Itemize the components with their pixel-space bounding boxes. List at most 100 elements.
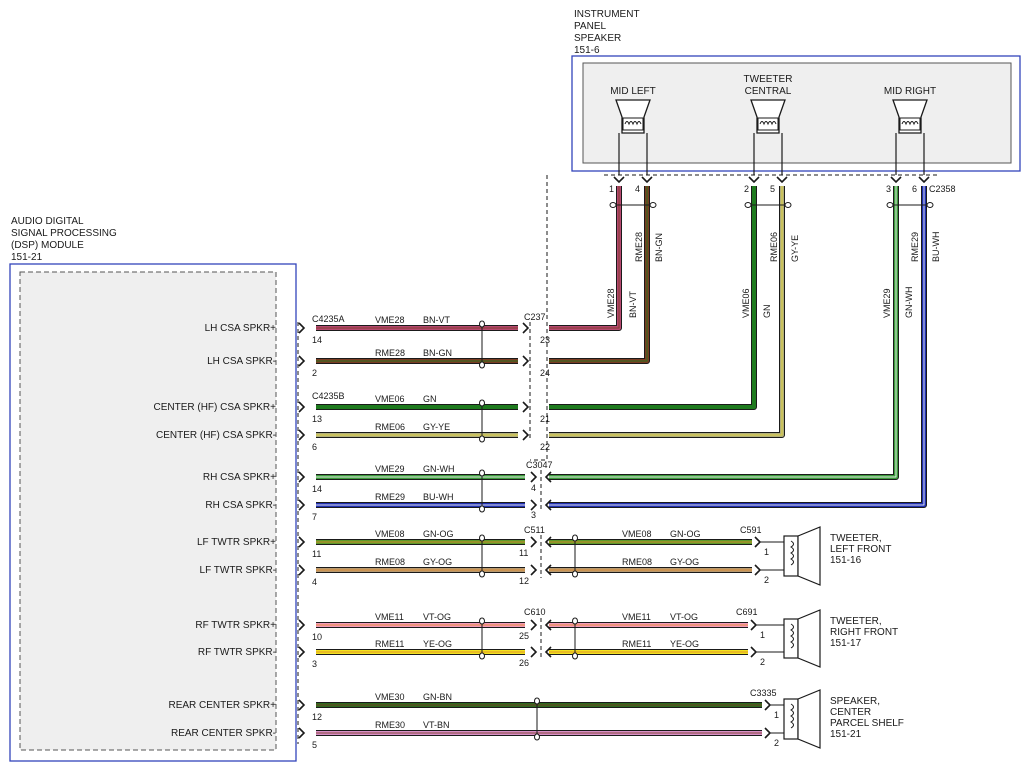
tweeter-pin: 1 xyxy=(774,710,779,720)
twist-center-bottom xyxy=(479,435,485,443)
label-center-minus-color: GY-YE xyxy=(423,422,450,432)
dsp-pin-label: RF TWTR SPKR- xyxy=(198,647,276,658)
c237-pin: 22 xyxy=(540,442,550,452)
label-rf-plus-a-circuit: VME11 xyxy=(375,612,404,622)
c511-label: C511 xyxy=(524,525,545,535)
wire-rme06-b-stripe xyxy=(549,186,783,436)
label-rear-plus-circuit: VME30 xyxy=(375,692,405,702)
dsp-title-line-3: (DSP) MODULE xyxy=(11,240,84,251)
twist-rh-bottom xyxy=(479,505,485,513)
tweeter-pin: 2 xyxy=(774,738,779,748)
tweeter-name-line: CENTER xyxy=(830,707,871,718)
c610-label: C610 xyxy=(524,607,546,617)
c237-pin: 23 xyxy=(540,335,550,345)
ip-twist-end xyxy=(744,202,752,208)
ip-pin-arrow xyxy=(918,176,930,184)
connector-c2358-label: C2358 xyxy=(929,184,956,194)
label-rf-minus-a-color: YE-OG xyxy=(423,639,452,649)
ip-title-line-3: SPEAKER xyxy=(574,33,621,44)
twist-lf-a-top xyxy=(479,534,485,542)
tweeter-magnet-icon xyxy=(783,618,799,659)
c511-arrow xyxy=(530,564,538,576)
vlabel-rme29: RME29 xyxy=(910,232,920,262)
twist-lh-top xyxy=(479,320,485,328)
wire-rme29-b xyxy=(549,186,926,507)
label-lh-plus-color: BN-VT xyxy=(423,315,451,325)
dsp-pin-label: RF TWTR SPKR+ xyxy=(195,620,276,631)
tweeter-name-line: TWEETER, xyxy=(830,616,882,627)
tweeter-pin-arrow xyxy=(764,699,772,711)
label-lh-minus-circuit: RME28 xyxy=(375,348,405,358)
tweeter-cone-icon xyxy=(797,609,821,668)
label-lh-plus-circuit: VME28 xyxy=(375,315,405,325)
tweeter-coil-icon xyxy=(790,540,794,566)
dsp-pin-arrow xyxy=(298,471,306,483)
dsp-pin-label: RH CSA SPKR+ xyxy=(203,472,276,483)
c237-arrow xyxy=(522,401,530,413)
twist-rear-bottom xyxy=(534,733,540,741)
connector-c4235b-label: C4235B xyxy=(312,391,345,401)
tweeter-pin-arrow xyxy=(750,646,758,658)
ip-pin-arrow xyxy=(776,176,788,184)
dsp-title-line-4: 151-21 xyxy=(11,252,43,263)
tweeter-pin: 1 xyxy=(760,630,765,640)
dsp-pin-arrow xyxy=(298,401,306,413)
wire-vme06-b xyxy=(549,186,756,409)
vlabel-gn-wh: GN-WH xyxy=(904,287,914,319)
tweeter-magnet-icon xyxy=(783,698,799,740)
dsp-title-line-2: SIGNAL PROCESSING xyxy=(11,228,117,239)
twist-rf-a-bottom xyxy=(479,652,485,660)
label-lh-minus-color: BN-GN xyxy=(423,348,452,358)
tweeter-pin-arrow xyxy=(764,727,772,739)
vlabel-vme29: VME29 xyxy=(882,288,892,318)
c610-pin: 26 xyxy=(519,658,529,668)
dsp-pin-label: LF TWTR SPKR+ xyxy=(197,537,276,548)
label-rf-minus-b-color: YE-OG xyxy=(670,639,699,649)
ip-speaker-inner xyxy=(582,62,1012,164)
ip-speaker-name: TWEETER xyxy=(744,74,793,85)
label-lf-minus-a-color: GY-OG xyxy=(423,557,452,567)
ip-pin-number: 5 xyxy=(770,184,775,194)
wire-rme28-b-outline xyxy=(549,186,650,364)
dsp-pin-number: 14 xyxy=(312,484,322,494)
dsp-pin-arrow xyxy=(298,619,306,631)
label-lf-minus-b-color: GY-OG xyxy=(670,557,699,567)
dsp-pin-number: 6 xyxy=(312,442,317,452)
tweeter-connector-label: C3335 xyxy=(750,688,777,698)
dsp-pin-number: 10 xyxy=(312,632,322,642)
speaker-coil-icon xyxy=(899,117,921,131)
c3047-pin: 4 xyxy=(531,483,536,493)
dsp-pin-arrow xyxy=(298,499,306,511)
ip-speaker-name: MID RIGHT xyxy=(884,86,936,97)
ip-pin-arrow xyxy=(748,176,760,184)
label-rf-minus-a-circuit: RME11 xyxy=(375,639,404,649)
dsp-pin-number: 12 xyxy=(312,712,322,722)
label-lf-plus-b-circuit: VME08 xyxy=(622,529,652,539)
tweeter-name-line: SPEAKER, xyxy=(830,696,880,707)
dsp-pin-label: CENTER (HF) CSA SPKR- xyxy=(156,430,276,441)
c511-pin: 11 xyxy=(519,548,528,558)
tweeter-coil-icon xyxy=(790,703,794,729)
dsp-pin-number: 5 xyxy=(312,740,317,750)
twist-lh-bottom xyxy=(479,361,485,369)
tweeter-pin: 2 xyxy=(764,575,769,585)
label-rear-minus-color: VT-BN xyxy=(423,720,450,730)
ip-title-line-4: 151-6 xyxy=(574,45,600,56)
label-rf-plus-b-circuit: VME11 xyxy=(622,612,651,622)
dsp-pin-arrow xyxy=(298,429,306,441)
c3047-arrow xyxy=(544,471,552,483)
vlabel-vme28: VME28 xyxy=(606,288,616,318)
dsp-pin-label: REAR CENTER SPKR+ xyxy=(168,700,276,711)
wire-rme28-b-stripe xyxy=(549,186,648,362)
label-rf-plus-a-color: VT-OG xyxy=(423,612,451,622)
dsp-pin-arrow xyxy=(298,646,306,658)
ip-pin-arrow xyxy=(613,176,625,184)
dsp-pin-label: RH CSA SPKR- xyxy=(205,500,276,511)
ip-speaker-name: CENTRAL xyxy=(745,86,792,97)
label-center-plus-color: GN xyxy=(423,394,437,404)
wire-rme29-b-stripe xyxy=(549,186,925,506)
tweeter-coil-icon xyxy=(790,623,794,649)
